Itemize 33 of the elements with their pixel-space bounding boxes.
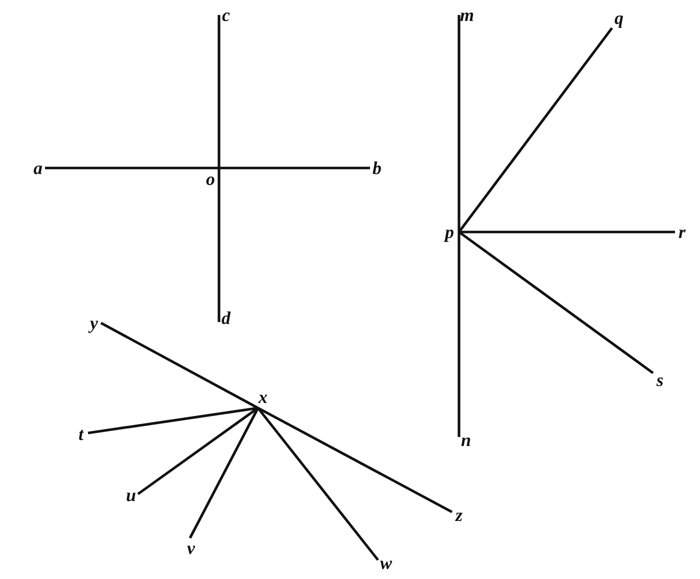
point-label: o [202,168,219,190]
line-segment [458,230,654,374]
point-label: c [219,5,233,25]
point-label: m [459,5,475,25]
line-segment [45,166,219,170]
point-label: b [370,158,384,178]
point-label: v [184,538,198,558]
point-label: x [255,386,271,408]
point-label: q [612,8,626,28]
point-label: t [74,424,88,444]
line-segment [256,407,380,561]
line-segment [219,166,370,170]
point-label: u [124,485,138,505]
line-segment [458,232,460,437]
line-segment [218,168,220,322]
point-label: d [219,308,233,328]
line-segment [100,322,259,410]
line-segment [459,230,675,234]
line-segment [257,406,453,514]
line-segment [458,27,614,233]
point-label: a [31,158,45,178]
line-segment [458,15,460,232]
point-label: r [675,222,689,242]
line-segment [218,15,220,168]
line-segment [188,407,260,539]
point-label: s [653,370,667,390]
point-label: p [440,222,459,242]
line-segment [137,406,259,496]
point-label: w [378,553,394,573]
point-label: y [87,313,101,333]
point-label: n [459,430,473,450]
point-label: z [452,505,466,525]
line-segment [88,406,258,434]
